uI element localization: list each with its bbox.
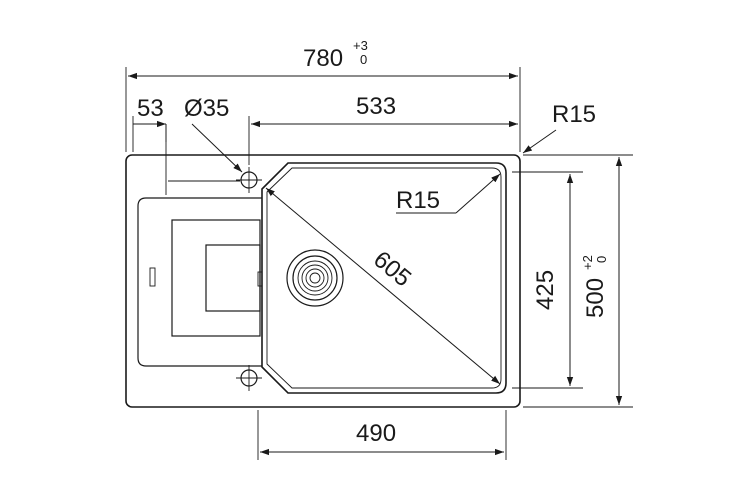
dim-hole-diameter: Ø35 [184,95,243,173]
extension-lines [125,67,633,460]
dim-outer-radius: R15 [522,101,596,154]
bowl-height-value: 425 [532,270,559,310]
drainer-outline [137,197,262,367]
bowl-outline [261,162,507,394]
dim-bowl-width: 490 [260,420,504,456]
tap-hole-bottom [236,365,262,391]
bowl-inner-line [266,167,502,389]
dim-edge-offset: 53 [133,95,167,142]
overflow-slot [149,267,156,287]
hole-diameter-value: Ø35 [184,95,229,122]
overall-height-tol-lower: 0 [594,256,609,263]
drainer-groove [171,219,261,337]
sink-outline [125,154,521,408]
edge-offset-value: 53 [137,95,164,122]
drain-strainer-icon [286,249,344,307]
dim-overall-width: 780 +3 0 [128,38,518,80]
tap-hole-top [236,167,262,193]
dim-bowl-diagonal: 605 [265,187,501,385]
dim-hole-to-edge: 533 [251,93,518,128]
bowl-radius-value: R15 [396,187,440,214]
bowl-diagonal-value: 605 [368,246,416,292]
outer-radius-value: R15 [552,101,596,128]
sink-outer-edge [125,154,521,408]
dim-bowl-radius: R15 [396,173,501,214]
overall-width-value: 780 [303,45,343,72]
overall-width-tol-upper: +3 [353,38,368,53]
dim-overall-height: 500 +2 0 [580,157,623,405]
hole-to-edge-value: 533 [356,93,396,120]
dim-bowl-height: 425 [532,174,574,386]
drainer-inner-recess [205,244,261,312]
edge-tab [257,271,263,287]
overall-height-value: 500 [582,278,609,318]
bowl-width-value: 490 [356,420,396,447]
drainer-area [137,197,263,367]
overall-width-tol-lower: 0 [360,52,367,67]
overall-height-tol-upper: +2 [580,255,595,270]
